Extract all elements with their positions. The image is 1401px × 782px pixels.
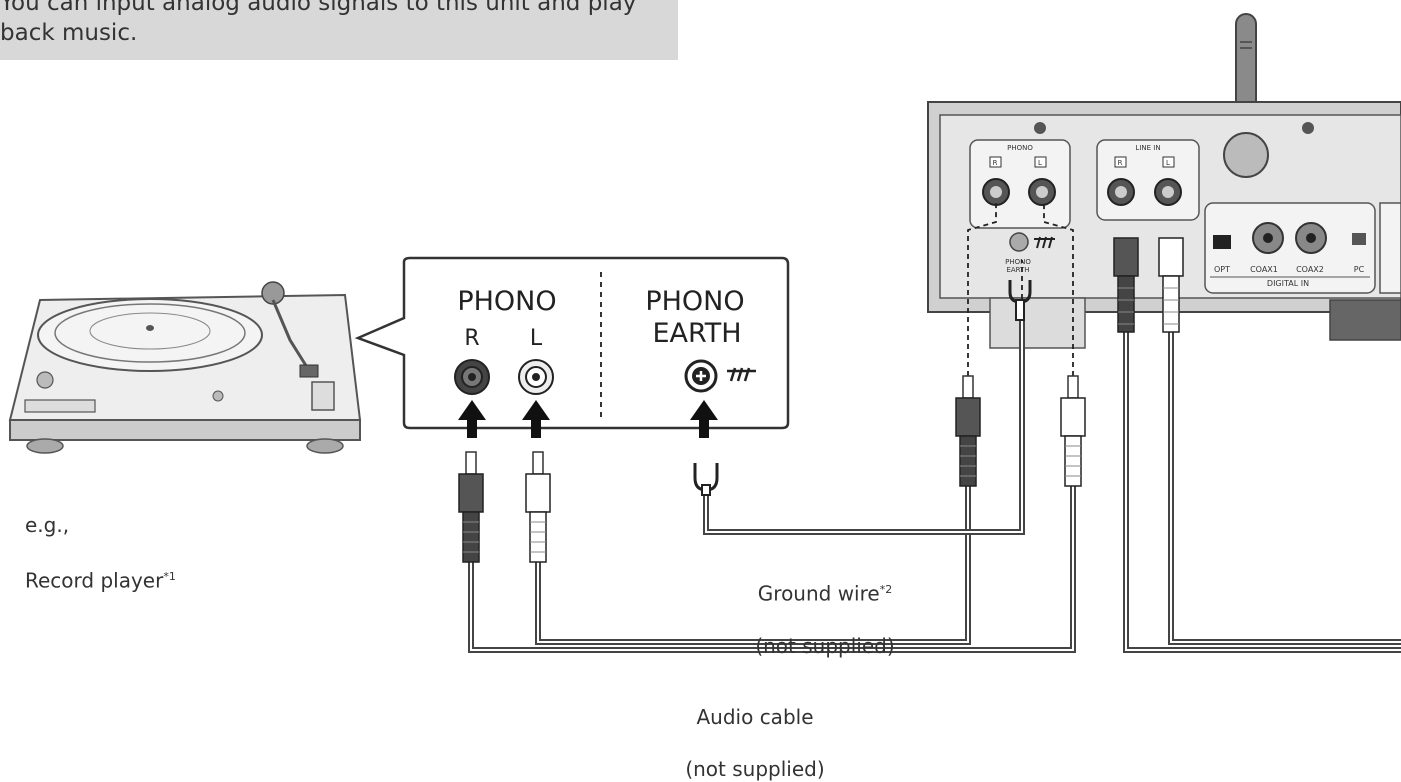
panel-phono-r: R bbox=[993, 159, 998, 167]
rca-plug-red-left bbox=[458, 451, 484, 563]
record-player-name: Record player bbox=[25, 568, 164, 593]
phono-callout: PHONO R L PHONO EARTH bbox=[354, 256, 790, 438]
panel-line-in-label: LINE IN bbox=[1135, 144, 1160, 152]
rca-plug-red-right bbox=[955, 375, 981, 487]
callout-earth-title-2: EARTH bbox=[652, 318, 741, 349]
up-arrow-icon bbox=[458, 400, 718, 438]
audio-cable-name: Audio cable bbox=[696, 705, 814, 729]
ground-wire-footnote: *2 bbox=[879, 583, 893, 596]
callout-phono-title: PHONO bbox=[457, 286, 556, 317]
panel-phono-label: PHONO bbox=[1007, 144, 1033, 152]
callout-phono-l: L bbox=[530, 326, 543, 351]
spade-lug-left bbox=[693, 463, 719, 496]
panel-digital-in: DIGITAL IN bbox=[1267, 279, 1309, 288]
ground-wire-label: Ground wire*2 (not supplied) bbox=[740, 551, 910, 659]
panel-phono-l: L bbox=[1038, 159, 1042, 167]
panel-line-l: L bbox=[1166, 159, 1170, 167]
callout-earth-title-1: PHONO bbox=[645, 286, 744, 317]
record-player-footnote: *1 bbox=[163, 570, 176, 583]
stereo-unit-illustration: PHONO R L PHONO EARTH LINE IN R L OPT C bbox=[927, 13, 1401, 349]
rca-plug-white-left bbox=[525, 451, 551, 563]
audio-cable-note: (not supplied) bbox=[685, 757, 825, 781]
intro-note-text: You can input analog audio signals to th… bbox=[0, 0, 637, 46]
spade-lug-unit bbox=[1008, 280, 1032, 321]
panel-pc: PC bbox=[1354, 265, 1365, 274]
panel-coax1: COAX1 bbox=[1250, 265, 1278, 274]
audio-cable bbox=[468, 470, 1076, 653]
ground-wire-note: (not supplied) bbox=[755, 633, 895, 658]
record-player-eg: e.g., bbox=[25, 513, 70, 537]
panel-phono-earth-1: PHONO bbox=[1005, 258, 1031, 266]
connection-diagram: PHONO R L PHONO EARTH bbox=[8, 13, 1401, 653]
rca-plug-white-right bbox=[1060, 375, 1086, 487]
line-in-cable bbox=[1123, 330, 1401, 653]
intro-note-box: You can input analog audio signals to th… bbox=[0, 0, 678, 60]
record-player-label: e.g., Record player*1 bbox=[25, 486, 176, 594]
ground-wire bbox=[703, 320, 1025, 535]
panel-coax2: COAX2 bbox=[1296, 265, 1324, 274]
panel-opt: OPT bbox=[1214, 265, 1230, 274]
audio-cable-label: Audio cable (not supplied) bbox=[670, 678, 840, 782]
line-in-plugs bbox=[1113, 237, 1184, 333]
callout-phono-r: R bbox=[464, 326, 479, 351]
panel-phono-earth-2: EARTH bbox=[1006, 266, 1029, 274]
ground-wire-name: Ground wire bbox=[757, 581, 880, 606]
ground-icon bbox=[727, 367, 756, 382]
panel-line-r: R bbox=[1118, 159, 1123, 167]
record-player-illustration bbox=[8, 281, 362, 454]
